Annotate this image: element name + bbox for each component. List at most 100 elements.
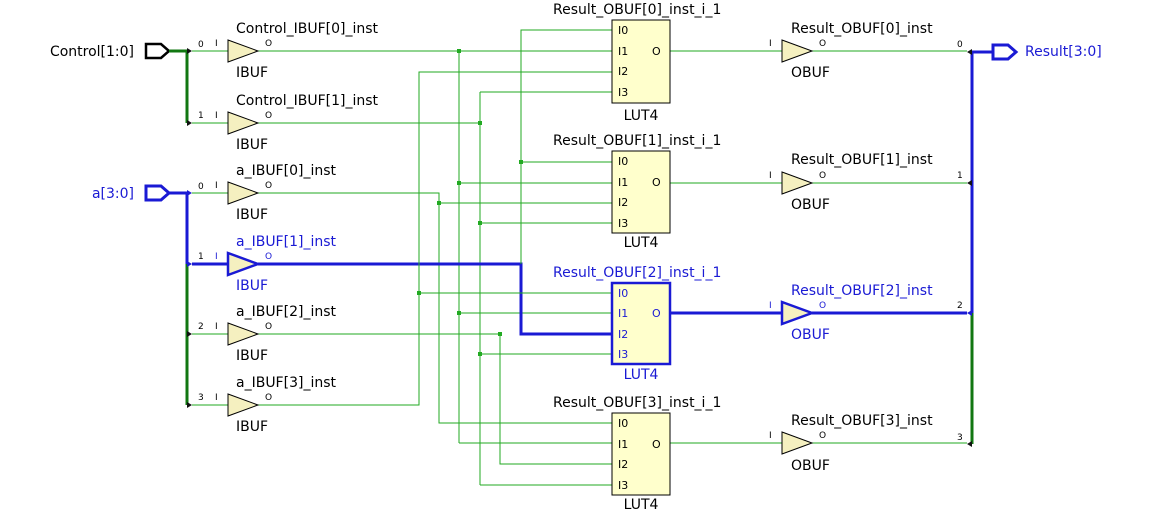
result-port-label: Result[3:0]	[1025, 44, 1102, 60]
ibuf-type: IBUF	[236, 278, 268, 294]
obuf-type: OBUF	[791, 458, 830, 474]
bus-tap-icon	[187, 190, 192, 196]
result-port-icon[interactable]	[991, 43, 1019, 61]
obuf-result-0[interactable]: Result_OBUF[0]_inst I O OBUF	[769, 21, 933, 81]
bus-tap-icon	[967, 180, 972, 186]
lut-result-1[interactable]: Result_OBUF[1]_inst_i_1 I0 I1 I2 I3 O LU…	[553, 133, 721, 251]
pin-label: I2	[618, 196, 628, 209]
net-junction	[457, 49, 461, 53]
control-bus[interactable]	[169, 48, 192, 126]
bus-tap-icon	[187, 331, 192, 337]
ibuf-a-2[interactable]: a_IBUF[2]_inst I O IBUF	[215, 304, 337, 364]
ibuf-a-3[interactable]: a_IBUF[3]_inst I O IBUF	[215, 375, 337, 435]
buffer-icon[interactable]	[226, 251, 262, 277]
buffer-icon[interactable]	[227, 39, 260, 63]
nets[interactable]	[192, 29, 967, 486]
bus-tap-icon	[187, 261, 192, 267]
lut-result-3[interactable]: Result_OBUF[3]_inst_i_1 I0 I1 I2 I3 O LU…	[553, 395, 721, 513]
pin-label: I3	[618, 479, 628, 492]
ibuf-type: IBUF	[236, 65, 268, 81]
pin-label: I1	[618, 438, 628, 451]
pin-label: I	[769, 171, 772, 181]
ibuf-a-1[interactable]: a_IBUF[1]_inst I O IBUF	[215, 234, 337, 294]
a-port[interactable]: a[3:0]	[92, 184, 172, 202]
net-junction	[498, 332, 502, 336]
buffer-icon[interactable]	[781, 171, 814, 195]
lut-body[interactable]	[611, 412, 671, 496]
pin-label: I0	[618, 287, 628, 300]
control-port[interactable]: Control[1:0]	[50, 42, 171, 60]
ibuf-type: IBUF	[236, 419, 268, 435]
ibuf-instance-name: a_IBUF[3]_inst	[236, 375, 337, 391]
result-bus[interactable]	[967, 49, 993, 447]
result-port[interactable]: Result[3:0]	[991, 43, 1102, 61]
control-port-label: Control[1:0]	[50, 44, 134, 60]
lut-body[interactable]	[611, 19, 671, 104]
control-port-icon[interactable]	[144, 42, 171, 60]
pin-label: I	[769, 301, 772, 311]
bus-tap-icon	[967, 441, 972, 447]
lut-type: LUT4	[624, 235, 659, 251]
pin-label: O	[819, 431, 826, 441]
net-junction	[437, 201, 441, 205]
ibuf-a-0[interactable]: a_IBUF[0]_inst I O IBUF	[215, 163, 337, 223]
obuf-type: OBUF	[791, 65, 830, 81]
obuf-type: OBUF	[791, 197, 830, 213]
net-junction	[478, 221, 482, 225]
obuf-result-1[interactable]: Result_OBUF[1]_inst I O OBUF	[769, 152, 933, 213]
ibuf-type: IBUF	[236, 348, 268, 364]
bus-tap-icon	[967, 49, 972, 55]
pin-label: I1	[618, 307, 628, 320]
pin-label: O	[819, 301, 826, 311]
pin-label: I	[215, 322, 218, 332]
lut-instance-name: Result_OBUF[1]_inst_i_1	[553, 133, 721, 149]
buffer-icon[interactable]	[227, 322, 260, 346]
bus-tap-icon	[187, 402, 192, 408]
obuf-result-2[interactable]: Result_OBUF[2]_inst I O OBUF	[769, 283, 933, 343]
pin-label: O	[265, 111, 272, 121]
buffer-icon[interactable]	[780, 300, 816, 326]
lut-instance-name: Result_OBUF[0]_inst_i_1	[553, 2, 721, 18]
lut-result-2[interactable]: Result_OBUF[2]_inst_i_1 I0 I1 I2 I3 O LU…	[553, 265, 721, 383]
pin-label: I2	[618, 458, 628, 471]
lut-instance-name: Result_OBUF[2]_inst_i_1	[553, 265, 721, 281]
buffer-icon[interactable]	[227, 111, 260, 135]
bus-index: 0	[198, 40, 204, 50]
net-junction	[457, 311, 461, 315]
pin-label: I	[215, 39, 218, 49]
ibuf-control-1[interactable]: Control_IBUF[1]_inst I O IBUF	[215, 93, 379, 153]
buffer-icon[interactable]	[781, 431, 814, 455]
buffer-icon[interactable]	[227, 181, 260, 205]
lut-body[interactable]	[610, 281, 672, 366]
pin-label: O	[819, 39, 826, 49]
lut-type: LUT4	[624, 108, 659, 124]
bus-index: 3	[957, 433, 963, 443]
bus-index: 2	[198, 322, 204, 332]
bus-tap-icon	[187, 48, 192, 54]
pin-label: I0	[618, 155, 628, 168]
pin-label: I2	[618, 328, 628, 341]
pin-label: O	[652, 45, 661, 58]
a-port-icon[interactable]	[144, 184, 172, 202]
buffer-icon[interactable]	[227, 393, 260, 417]
lut-result-0[interactable]: Result_OBUF[0]_inst_i_1 I0 I1 I2 I3 O LU…	[553, 2, 721, 124]
pin-label: I3	[618, 86, 628, 99]
pin-label: I	[215, 252, 218, 262]
bus-tap-icon	[967, 310, 972, 316]
a-port-label: a[3:0]	[92, 186, 134, 202]
ibuf-instance-name: a_IBUF[2]_inst	[236, 304, 337, 320]
obuf-type: OBUF	[791, 327, 830, 343]
buffer-icon[interactable]	[781, 39, 814, 63]
pin-label: O	[819, 171, 826, 181]
lut-instance-name: Result_OBUF[3]_inst_i_1	[553, 395, 721, 411]
pin-label: I2	[618, 65, 628, 78]
pin-label: I	[215, 111, 218, 121]
ibuf-control-0[interactable]: Control_IBUF[0]_inst I O IBUF	[215, 21, 379, 81]
obuf-result-3[interactable]: Result_OBUF[3]_inst I O OBUF	[769, 413, 933, 474]
ibuf-instance-name: Control_IBUF[0]_inst	[236, 21, 379, 37]
lut-body[interactable]	[611, 150, 671, 234]
a-bus[interactable]	[169, 190, 192, 408]
pin-label: I	[215, 181, 218, 191]
bus-index: 3	[198, 393, 204, 403]
